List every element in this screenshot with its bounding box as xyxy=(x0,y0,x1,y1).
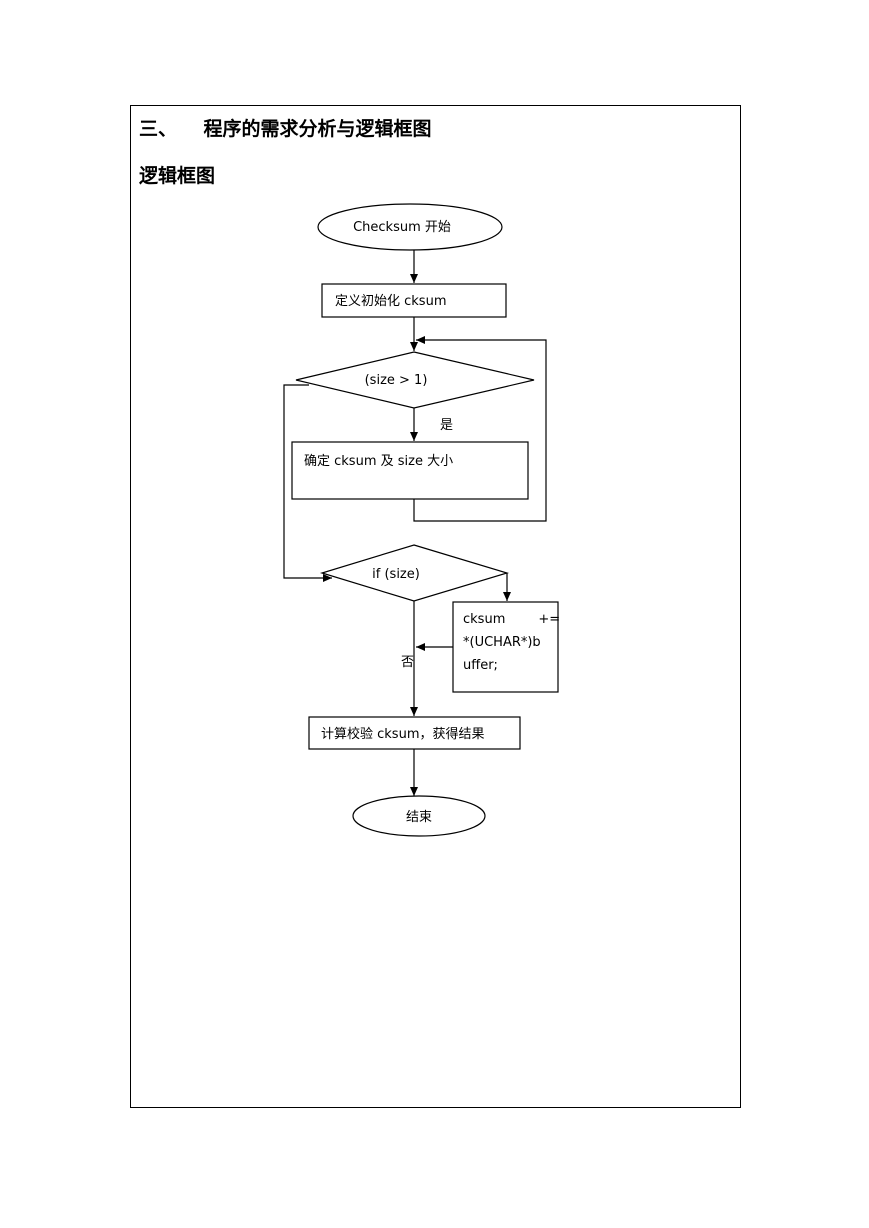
if-body-node xyxy=(452,601,559,693)
if-body-line-1: cksum += xyxy=(463,612,560,627)
end-node xyxy=(352,795,486,837)
init-node-label: 定义初始化 cksum xyxy=(335,294,446,309)
document-frame xyxy=(130,105,741,1108)
end-node-label: 结束 xyxy=(406,810,432,825)
if-body-line-3: uffer; xyxy=(463,658,498,673)
loop-body-node xyxy=(291,441,529,500)
diagram-subheading: 逻辑框图 xyxy=(139,165,216,187)
section-heading: 三、 程序的需求分析与逻辑框图 xyxy=(139,118,432,140)
compute-node xyxy=(308,716,521,750)
if-condition-label: if (size) xyxy=(372,567,420,582)
start-node-label: Checksum 开始 xyxy=(353,220,451,235)
loop-back-path xyxy=(413,336,547,522)
compute-node-label: 计算校验 cksum，获得结果 xyxy=(321,726,484,742)
loop-exit-path xyxy=(283,384,332,582)
loop-condition-label: (size > 1) xyxy=(365,373,428,388)
loop-body-label: 确定 cksum 及 size 大小 xyxy=(304,454,453,469)
if-body-line-2: *(UCHAR*)b xyxy=(463,635,541,650)
start-node xyxy=(317,203,503,251)
init-node xyxy=(321,283,507,318)
yes-label: 是 xyxy=(440,418,453,433)
no-label: 否 xyxy=(401,655,414,670)
